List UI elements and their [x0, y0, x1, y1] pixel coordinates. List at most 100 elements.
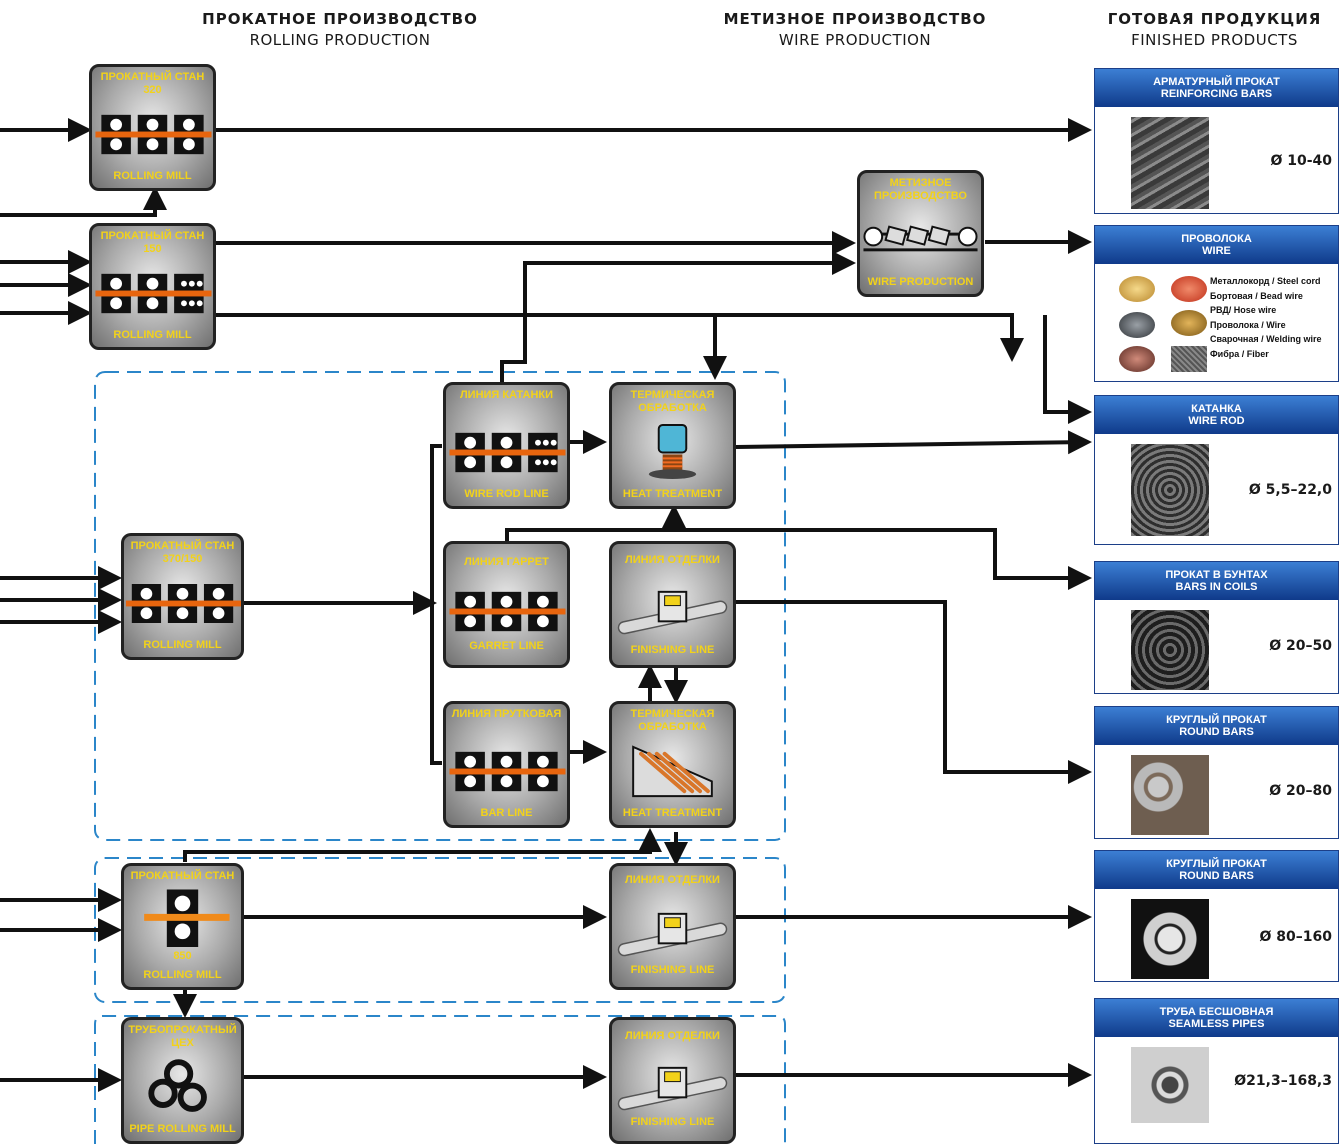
roll-stand-icon [124, 574, 241, 633]
header-rolling-en: ROLLING PRODUCTION [249, 31, 431, 49]
product-name-en: ROUND BARS [1179, 726, 1254, 738]
unit-label-ru: ТЕРМИЧЕСКАЯ ОБРАБОТКА [630, 389, 715, 414]
ultrasonic-inspection-icon [612, 904, 733, 963]
long-products-zone [94, 371, 786, 841]
unit-label-ru: МЕТИЗНОЕ ПРОИЗВОДСТВО [874, 177, 967, 202]
hose-wire-coil-icon [1119, 312, 1155, 338]
unit-number: 850 [173, 950, 192, 962]
bead-wire-spool-icon [1171, 276, 1207, 302]
ultrasonic-inspection-icon [612, 1058, 733, 1117]
pipe-zone [94, 1015, 786, 1144]
rebar-photo [1131, 117, 1209, 209]
ultrasonic-inspection-icon [612, 582, 733, 641]
wire-types-list: Металлокорд / Steel cord Бортовая / Bead… [1210, 274, 1321, 361]
unit-label-en: FINISHING LINE [630, 964, 715, 976]
product-size: Ø 20–50 [1269, 638, 1332, 654]
welding-wire-coil-icon [1119, 346, 1155, 372]
product-name-ru: ТРУБА БЕСШОВНАЯ [1159, 1006, 1274, 1018]
pipes-photo [1131, 1047, 1209, 1123]
unit-label-ru: ЛИНИЯ ПРУТКОВАЯ [451, 708, 562, 720]
product-name-en: WIRE ROD [1188, 415, 1245, 427]
unit-finishing-line-3: ЛИНИЯ ОТДЕЛКИ FINISHING LINE [609, 1017, 736, 1144]
roll-stand-icon [92, 105, 213, 164]
header-finished: ГОТОВАЯ ПРОДУКЦИЯ FINISHED PRODUCTS [1090, 10, 1339, 49]
unit-label-en: FINISHING LINE [630, 1116, 715, 1128]
flow-lines [0, 118, 1092, 1092]
wire-type: Проволока / Wire [1210, 319, 1286, 330]
unit-label-en: ROLLING MILL [113, 170, 192, 182]
product-name-en: ROUND BARS [1179, 870, 1254, 882]
product-name-ru: КРУГЛЫЙ ПРОКАТ [1166, 714, 1267, 726]
header-wire-ru: МЕТИЗНОЕ ПРОИЗВОДСТВО [723, 10, 987, 28]
product-name-ru: КРУГЛЫЙ ПРОКАТ [1166, 858, 1267, 870]
unit-pipe-rolling-mill: ТРУБОПРОКАТНЫЙ ЦЕХ PIPE ROLLING MILL [121, 1017, 244, 1144]
large-round-bars-photo [1131, 899, 1209, 979]
unit-label-ru: ЛИНИЯ ОТДЕЛКИ [625, 554, 720, 566]
product-size: Ø 20–80 [1269, 783, 1332, 799]
product-name-en: WIRE [1202, 245, 1231, 257]
header-wire: МЕТИЗНОЕ ПРОИЗВОДСТВО WIRE PRODUCTION [690, 10, 1020, 49]
unit-label-ru: ЛИНИЯ ОТДЕЛКИ [625, 874, 720, 886]
unit-rolling-mill-850: ПРОКАТНЫЙ СТАН 850 ROLLING MILL [121, 863, 244, 990]
bars-coil-photo [1131, 610, 1209, 690]
unit-finishing-line-1: ЛИНИЯ ОТДЕЛКИ FINISHING LINE [609, 541, 736, 668]
unit-label-ru: ПРОКАТНЫЙ СТАН 320 [100, 71, 205, 96]
header-rolling-ru: ПРОКАТНОЕ ПРОИЗВОДСТВО [202, 10, 478, 28]
roll-stand-icon [446, 423, 567, 482]
roll-stand-icon [446, 582, 567, 641]
wire-rod-coil-photo [1131, 444, 1209, 536]
wire-type: Фибра / Fiber [1210, 348, 1269, 359]
unit-label-en: ROLLING MILL [113, 329, 192, 341]
unit-label-en: HEAT TREATMENT [622, 807, 723, 819]
unit-garret-line: ЛИНИЯ ГАРРЕТ GARRET LINE [443, 541, 570, 668]
product-name-ru: КАТАНКА [1191, 403, 1242, 415]
unit-label-en: BAR LINE [480, 807, 533, 819]
unit-finishing-line-2: ЛИНИЯ ОТДЕЛКИ FINISHING LINE [609, 863, 736, 990]
product-name-ru: ПРОВОЛОКА [1181, 233, 1252, 245]
unit-label-en: PIPE ROLLING MILL [129, 1123, 236, 1135]
unit-bar-line: ЛИНИЯ ПРУТКОВАЯ BAR LINE [443, 701, 570, 828]
unit-wire-rod-line: ЛИНИЯ КАТАНКИ WIRE ROD LINE [443, 382, 570, 509]
wire-spool-icon [1171, 310, 1207, 336]
product-size: Ø 5,5–22,0 [1248, 482, 1332, 498]
header-finished-en: FINISHED PRODUCTS [1131, 31, 1298, 49]
unit-label-ru: ТРУБОПРОКАТНЫЙ ЦЕХ [128, 1024, 237, 1049]
header-finished-ru: ГОТОВАЯ ПРОДУКЦИЯ [1107, 10, 1322, 28]
product-name-en: SEAMLESS PIPES [1168, 1018, 1265, 1030]
unit-label-ru: ЛИНИЯ ГАРРЕТ [464, 556, 549, 568]
product-name-ru: ПРОКАТ В БУНТАХ [1165, 569, 1268, 581]
roll-stand-icon [92, 264, 213, 323]
roll-stand-icon [124, 886, 241, 947]
header-wire-en: WIRE PRODUCTION [778, 31, 932, 49]
steel-cord-spool-icon [1119, 276, 1155, 302]
unit-heat-treatment-1: ТЕРМИЧЕСКАЯ ОБРАБОТКА HEAT TREATMENT [609, 382, 736, 509]
wire-type: Бортовая / Bead wire [1210, 290, 1303, 301]
unit-rolling-mill-320: ПРОКАТНЫЙ СТАН 320 ROLLING MILL [89, 64, 216, 191]
unit-label-en: ROLLING MILL [143, 639, 222, 651]
unit-rolling-mill-370-150: ПРОКАТНЫЙ СТАН 370/150 ROLLING MILL [121, 533, 244, 660]
unit-label-ru: ЛИНИЯ ОТДЕЛКИ [625, 1030, 720, 1042]
unit-heat-treatment-2: ТЕРМИЧЕСКАЯ ОБРАБОТКА HEAT TREATMENT [609, 701, 736, 828]
unit-label-en: ROLLING MILL [143, 969, 222, 981]
header-rolling: ПРОКАТНОЕ ПРОИЗВОДСТВО ROLLING PRODUCTIO… [175, 10, 505, 49]
unit-wire-production: МЕТИЗНОЕ ПРОИЗВОДСТВО WIRE PRODUCTION [857, 170, 984, 297]
wire-drawing-icon [860, 211, 981, 270]
product-name-en: REINFORCING BARS [1160, 88, 1273, 100]
roll-stand-icon [446, 742, 567, 801]
wire-type: РВД/ Hose wire [1210, 305, 1277, 315]
unit-label-ru: ПРОКАТНЫЙ СТАН 370/150 [130, 540, 235, 565]
unit-label-en: WIRE ROD LINE [464, 488, 549, 500]
wire-type: Металлокорд / Steel cord [1210, 276, 1321, 286]
